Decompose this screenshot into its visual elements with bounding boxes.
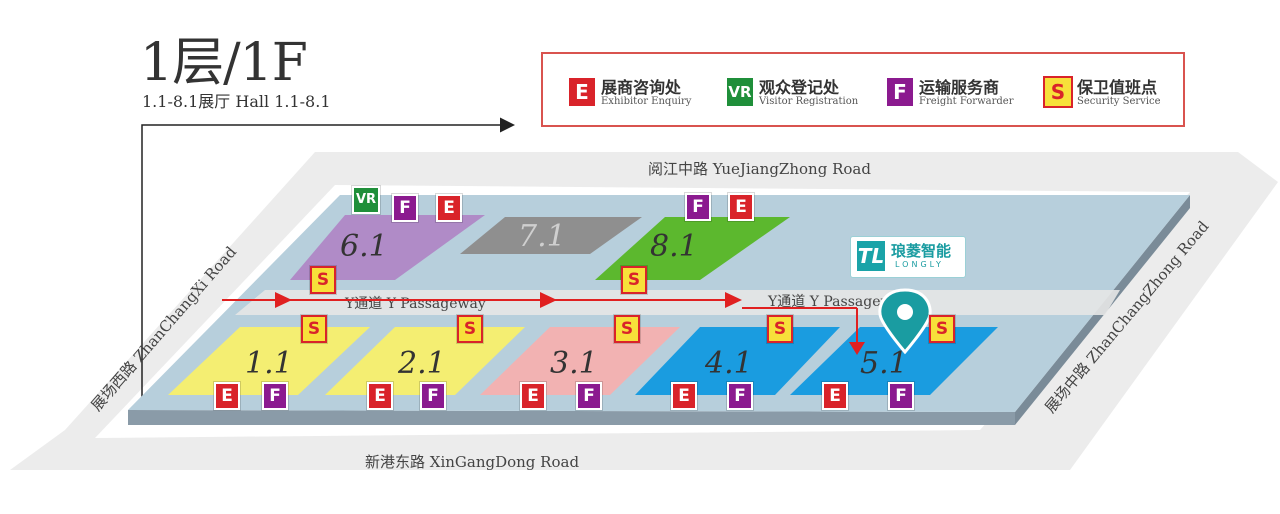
badge-exhibitor-enquiry: E <box>436 194 462 222</box>
hall-label: 4.1 <box>704 346 753 381</box>
hall-label: 5.1 <box>860 346 908 381</box>
hall-label: 1.1 <box>245 346 293 381</box>
badge-freight-forwarder: F <box>727 382 753 410</box>
hall-8.1[interactable] <box>595 217 790 280</box>
hall-6.1[interactable] <box>290 215 485 280</box>
floor-subtitle: 1.1-8.1展厅 Hall 1.1-8.1 <box>142 92 331 111</box>
badge-freight-forwarder: F <box>576 382 602 410</box>
legend: E 展商咨询处 Exhibitor Enquiry VR 观众登记处 Visit… <box>541 52 1185 127</box>
badge-visitor-registration: VR <box>352 186 380 214</box>
passageway-arrow-icon <box>275 292 292 308</box>
hall-3.1[interactable] <box>480 327 680 395</box>
badge-exhibitor-enquiry: E <box>728 193 754 221</box>
route-arrow-down-icon <box>849 342 865 355</box>
hall-label: 2.1 <box>397 346 446 381</box>
legend-badge-vr: VR <box>725 76 755 108</box>
legend-label-zh: 展商咨询处 <box>601 78 682 97</box>
passageway-arrow-icon <box>540 292 557 308</box>
road-label-north: 阅江中路 YueJiangZhong Road <box>648 160 871 178</box>
hall-slab-side <box>128 410 1015 425</box>
badge-freight-forwarder: F <box>420 382 446 410</box>
location-pin-icon[interactable] <box>878 288 932 355</box>
legend-label-en: Freight Forwarder <box>919 96 1014 107</box>
hall-label: 7.1 <box>518 219 566 254</box>
badge-freight-forwarder: F <box>685 193 711 221</box>
entry-guide-line <box>141 117 515 405</box>
badge-exhibitor-enquiry: E <box>822 382 848 410</box>
badge-security-service: S <box>929 315 955 343</box>
badge-exhibitor-enquiry: E <box>671 382 697 410</box>
hall-5.1[interactable] <box>790 327 998 395</box>
longly-logo-icon: TL <box>857 241 885 271</box>
badge-freight-forwarder: F <box>888 382 914 410</box>
legend-label-zh: 保卫值班点 <box>1077 78 1158 97</box>
passageway-label: Y通道 Y Passageway <box>344 296 486 312</box>
passageway-arrow-icon <box>725 292 742 308</box>
badge-security-service: S <box>457 315 483 343</box>
hall-1.1[interactable] <box>168 327 370 395</box>
hall-4.1[interactable] <box>635 327 840 395</box>
legend-label-en: Security Service <box>1077 96 1161 107</box>
hall-2.1[interactable] <box>325 327 525 395</box>
badge-freight-forwarder: F <box>392 194 418 222</box>
legend-label-en: Exhibitor Enquiry <box>601 96 692 107</box>
legend-badge-f: F <box>885 76 915 108</box>
hall-label: 3.1 <box>550 346 598 381</box>
badge-exhibitor-enquiry: E <box>367 382 393 410</box>
logo-name-zh: 琅菱智能 <box>891 242 952 260</box>
badge-freight-forwarder: F <box>262 382 288 410</box>
logo-name-en: LONGLY <box>895 260 944 269</box>
badge-security-service: S <box>614 315 640 343</box>
hall-label: 6.1 <box>340 229 388 264</box>
hall-7.1[interactable] <box>460 217 642 254</box>
badge-security-service: S <box>301 315 327 343</box>
longly-logo: TL 琅菱智能 LONGLY <box>850 236 966 278</box>
road-label-south: 新港东路 XinGangDong Road <box>365 453 579 471</box>
legend-label-zh: 观众登记处 <box>759 78 840 97</box>
badge-security-service: S <box>767 315 793 343</box>
legend-badge-s: S <box>1043 76 1073 108</box>
legend-badge-e: E <box>567 76 597 108</box>
passageway-label: Y通道 Y Passageway <box>767 294 909 310</box>
hall-label: 8.1 <box>650 229 698 264</box>
badge-security-service: S <box>310 266 336 294</box>
legend-label-en: Visitor Registration <box>759 96 859 107</box>
legend-label-zh: 运输服务商 <box>919 78 1000 97</box>
badge-exhibitor-enquiry: E <box>214 382 240 410</box>
floor-title: 1层/1F <box>140 33 308 93</box>
badge-security-service: S <box>621 266 647 294</box>
badge-exhibitor-enquiry: E <box>520 382 546 410</box>
